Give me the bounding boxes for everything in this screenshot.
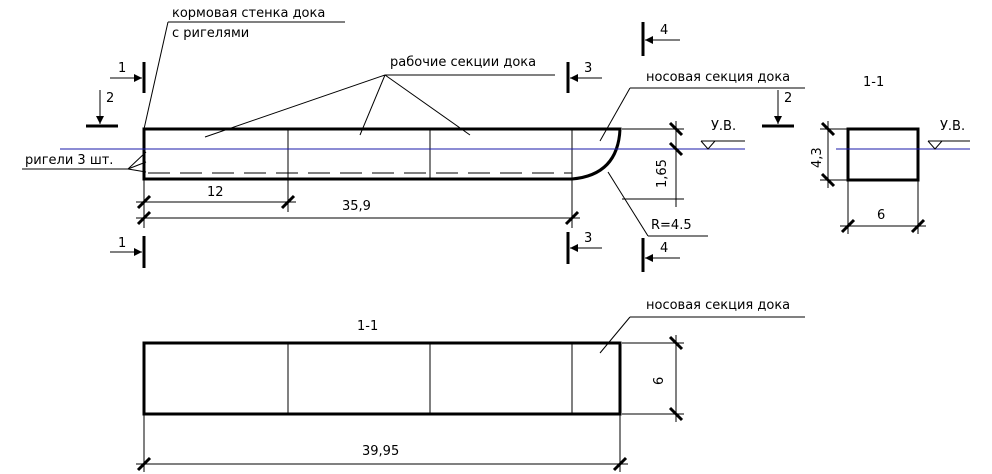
dimension-6-section: 6 xyxy=(877,208,885,223)
section-mark-1-top-label: 1 xyxy=(118,61,126,76)
water-level-marker xyxy=(700,140,745,150)
dimension-35-9: 35,9 xyxy=(342,199,371,214)
section-mark-4-top-label: 4 xyxy=(660,23,668,38)
cross-section-rect xyxy=(846,127,920,182)
dimension-lines-elevation xyxy=(136,180,580,228)
plan-view xyxy=(142,341,622,416)
bow-section-leader-top xyxy=(599,87,805,142)
bow-section-label-plan: носовая секция дока xyxy=(646,298,790,313)
dimension-1-65: 1,65 xyxy=(655,159,670,188)
bow-section-leader-plan xyxy=(599,316,805,354)
dimension-12: 12 xyxy=(207,185,224,200)
section-mark-4-bottom xyxy=(641,238,680,272)
section-mark-1-top xyxy=(110,62,146,93)
cross-section-dims xyxy=(820,121,926,234)
water-level-label: У.В. xyxy=(711,119,736,134)
hull-outline xyxy=(142,127,622,181)
section-mark-1-bottom xyxy=(110,236,146,268)
crossbars-leader xyxy=(22,151,147,173)
plan-title: 1-1 xyxy=(357,319,378,334)
dimension-39-95: 39,95 xyxy=(362,444,399,459)
dimension-draft xyxy=(622,121,684,207)
dock-elevation xyxy=(60,127,745,181)
cross-section-water-marker xyxy=(927,140,970,150)
section-mark-4-bottom-label: 4 xyxy=(660,241,668,256)
section-mark-2-right-label: 2 xyxy=(784,91,792,106)
section-mark-2-left xyxy=(86,90,118,128)
plan-outline xyxy=(142,341,622,416)
section-title: 1-1 xyxy=(863,75,884,90)
stern-wall-label-2: с ригелями xyxy=(172,26,249,41)
section-mark-3-bottom-label: 3 xyxy=(584,231,592,246)
section-mark-2-left-label: 2 xyxy=(106,91,114,106)
radius-label: R=4.5 xyxy=(651,218,692,233)
section-mark-2-right xyxy=(762,90,794,128)
section-mark-3-bottom xyxy=(566,232,602,264)
section-mark-1-bottom-label: 1 xyxy=(118,236,126,251)
dimension-6-plan: 6 xyxy=(652,377,667,385)
working-sections-leader xyxy=(204,74,555,138)
stern-wall-leader xyxy=(143,21,345,130)
dimension-4-3: 4,3 xyxy=(810,147,825,168)
section-mark-4-top xyxy=(641,22,680,56)
stern-wall-label-1: кормовая стенка дока xyxy=(172,6,325,21)
section-mark-3-top xyxy=(566,62,602,93)
crossbars-label: ригели 3 шт. xyxy=(25,153,113,168)
section-mark-3-top-label: 3 xyxy=(584,61,592,76)
working-sections-label: рабочие секции дока xyxy=(390,55,536,70)
bow-section-label-top: носовая секция дока xyxy=(646,70,790,85)
plan-dims xyxy=(136,335,684,472)
cross-section-water-label: У.В. xyxy=(940,119,965,134)
radius-leader xyxy=(607,171,708,237)
